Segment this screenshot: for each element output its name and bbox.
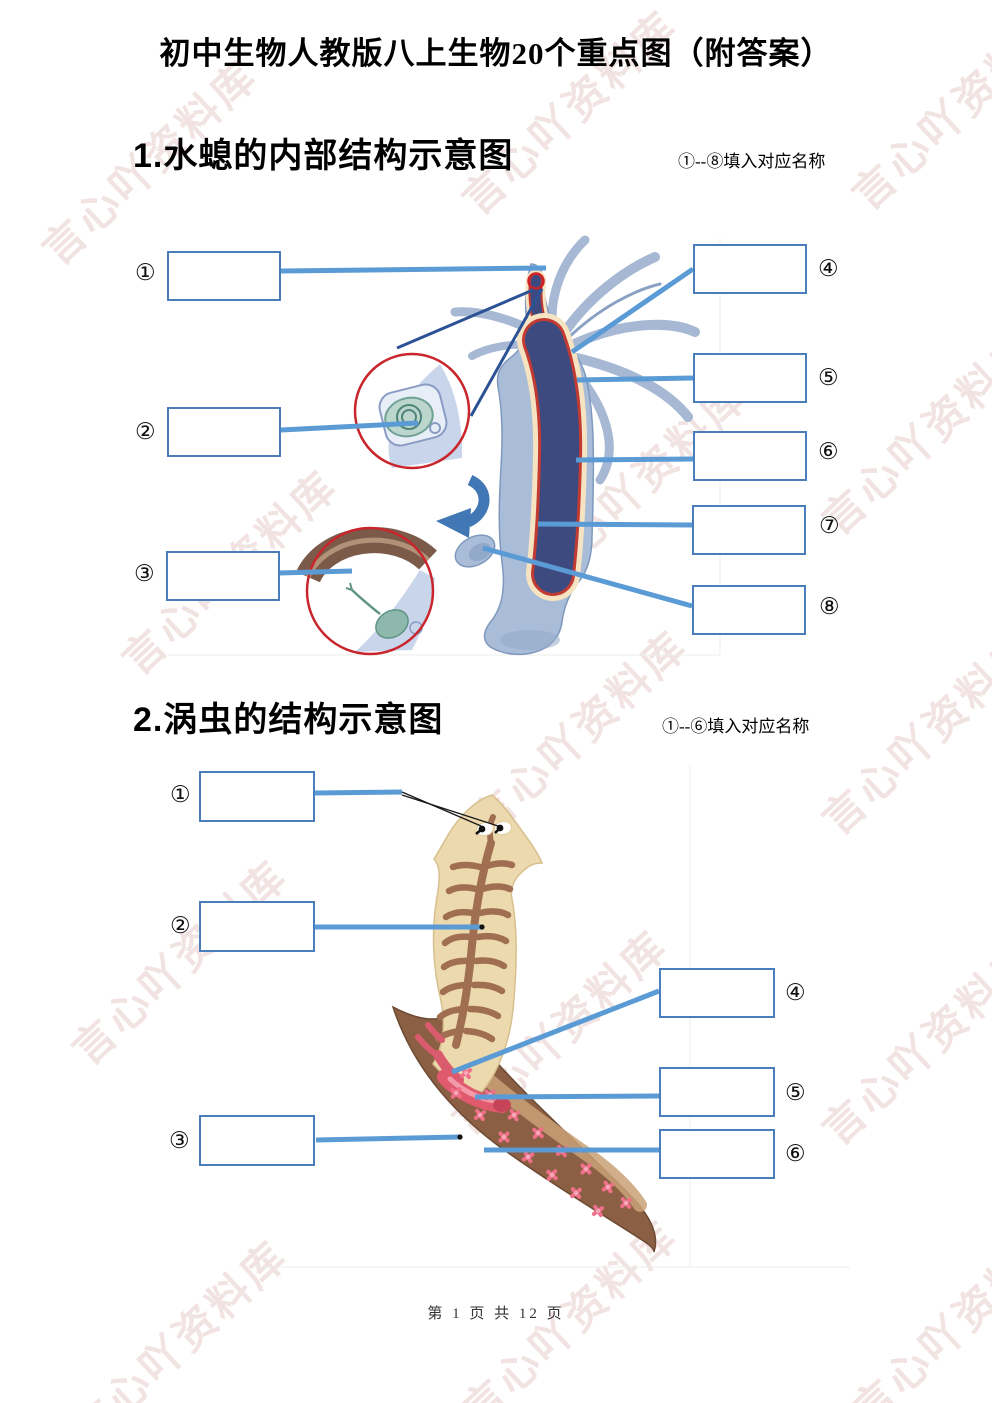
fig1-label-line-3 [278, 568, 353, 576]
hydra-foot-shade [500, 630, 560, 650]
fig1-label-line-1 [280, 265, 547, 274]
fig1-answer-box-7[interactable] [692, 505, 806, 555]
fig1-answer-box-4[interactable] [693, 244, 807, 294]
fig2-answer-box-5[interactable] [659, 1067, 775, 1117]
fig2-number-3: ③ [169, 1128, 190, 1153]
fig1-answer-box-5[interactable] [693, 353, 807, 403]
fig2-label-line-1 [314, 789, 403, 796]
fig2-label-line-5 [474, 1093, 660, 1100]
planarian-illustration [255, 765, 850, 1268]
section1-note: ①--⑧填入对应名称 [678, 152, 826, 171]
fig1-number-3: ③ [134, 561, 155, 586]
fig1-label-line-6 [575, 456, 694, 463]
hydra-interior-layers [517, 270, 588, 601]
fig1-answer-box-3[interactable] [166, 551, 280, 601]
fig2-label-line-4 [451, 988, 660, 1075]
fig2-number-1: ① [170, 782, 191, 807]
fig1-number-6: ⑥ [818, 439, 839, 464]
fig2-answer-box-1[interactable] [199, 771, 315, 822]
fig2-target-dot-2 [479, 924, 485, 930]
planarian-pharynx [415, 1022, 511, 1113]
figure2-label-lines [314, 789, 660, 1153]
fig1-label-line-7 [537, 521, 693, 528]
figure2-pointer-lines [401, 791, 499, 827]
fig2-number-4: ④ [785, 980, 806, 1005]
fig2-answer-box-4[interactable] [659, 968, 775, 1018]
section1-heading: 1.水螅的内部结构示意图 [133, 137, 514, 175]
fig1-answer-box-8[interactable] [692, 585, 806, 635]
fig1-number-5: ⑤ [818, 365, 839, 390]
fig1-label-line-4 [570, 266, 695, 355]
fig1-number-8: ⑧ [819, 594, 840, 619]
nematocyst-bulb [375, 609, 409, 639]
fig1-number-7: ⑦ [819, 513, 840, 538]
fig2-target-dot-3 [457, 1134, 463, 1140]
hydra-illustration [168, 235, 721, 656]
hydra-mouth-ring [527, 272, 545, 290]
fig2-answer-box-3[interactable] [199, 1115, 315, 1166]
curved-arrow-icon [436, 474, 490, 538]
section2-note: ①--⑥填入对应名称 [662, 717, 810, 736]
planarian-gut [434, 814, 516, 1049]
figure1-pointer-lines [396, 285, 544, 417]
fig1-number-1: ① [135, 260, 156, 285]
magnifier-circle-discharged-nematocyst [296, 526, 437, 656]
page-footer: 第 1 页 共 12 页 [427, 1306, 565, 1322]
fig1-answer-box-2[interactable] [167, 407, 281, 457]
fig2-number-6: ⑥ [785, 1141, 806, 1166]
fig1-number-4: ④ [818, 256, 839, 281]
fig1-label-line-5 [576, 375, 694, 383]
fig1-label-line-8 [482, 545, 693, 609]
section2-heading: 2.涡虫的结构示意图 [133, 701, 444, 739]
fig2-number-5: ⑤ [785, 1080, 806, 1105]
fig1-label-line-2 [280, 420, 419, 433]
page-title: 初中生物人教版八上生物20个重点图（附答案） [159, 36, 833, 71]
fig1-answer-box-1[interactable] [167, 251, 281, 301]
fig2-answer-box-6[interactable] [659, 1129, 775, 1179]
nematocyst-thread [351, 589, 381, 615]
fig2-number-2: ② [170, 913, 191, 938]
figure1-label-lines [278, 265, 695, 609]
magnifier-circle-nematocyst [353, 352, 471, 470]
fig2-answer-box-2[interactable] [199, 901, 315, 952]
fig2-label-line-3 [315, 1134, 461, 1143]
fig1-number-2: ② [135, 419, 156, 444]
fig1-answer-box-6[interactable] [693, 431, 807, 481]
